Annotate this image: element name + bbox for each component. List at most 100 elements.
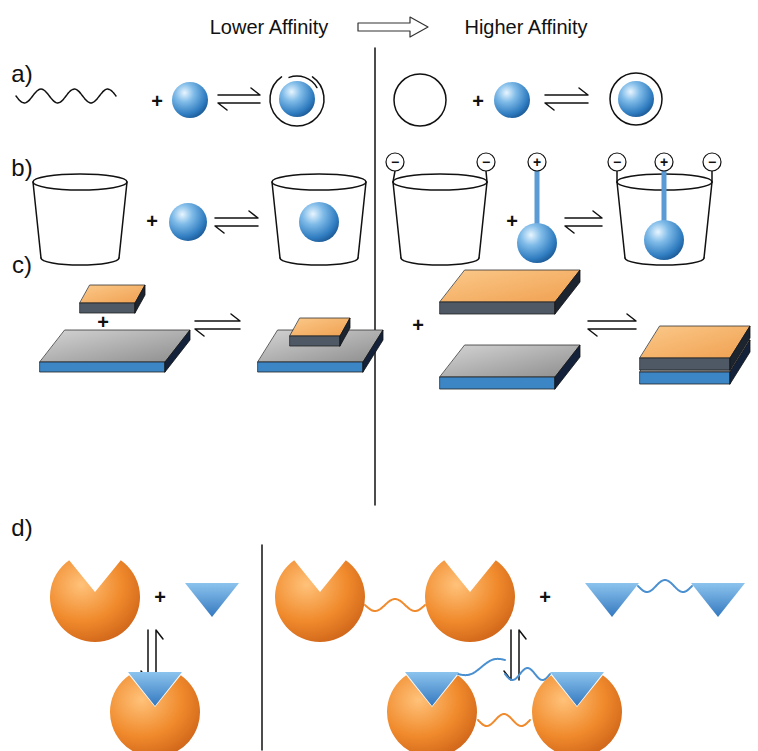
equilibrium-arrow <box>195 314 240 321</box>
equilibrium-arrow <box>195 329 240 336</box>
receptor <box>425 560 515 642</box>
guest-sphere <box>618 81 654 117</box>
macrocycle-host <box>394 74 446 126</box>
ligand <box>405 672 459 706</box>
guest-sphere <box>299 202 339 242</box>
host-cup <box>704 182 712 258</box>
plus-sign: + <box>154 587 166 607</box>
ligand-linker <box>638 580 692 592</box>
guest-sphere <box>517 223 557 263</box>
equilibrium-arrow <box>588 329 636 336</box>
charge-tether <box>486 171 487 182</box>
plus-sign: + <box>472 91 484 111</box>
slab-front <box>440 302 555 314</box>
charge-tether <box>711 171 713 182</box>
ligand <box>691 583 745 617</box>
slab-top <box>80 285 145 303</box>
equilibrium-arrow <box>504 630 511 680</box>
charge-sign: − <box>482 155 490 169</box>
equilibrium-arrow <box>565 226 602 233</box>
equilibrium-arrow <box>218 103 260 110</box>
host-cup <box>119 182 127 258</box>
host-cup <box>479 182 487 258</box>
charge-tether <box>393 171 395 182</box>
slab-front <box>640 358 730 370</box>
host-cup <box>401 258 479 265</box>
plus-sign: + <box>146 211 158 231</box>
guest-sphere <box>172 82 208 118</box>
guest-sphere <box>644 220 684 260</box>
slab-front <box>258 362 363 372</box>
guest-sphere <box>279 81 315 117</box>
host-cup <box>358 182 366 258</box>
slab-top <box>290 318 350 336</box>
receptor <box>50 560 140 642</box>
host-cup <box>272 174 366 190</box>
equilibrium-arrow <box>218 88 260 95</box>
charge-ring <box>608 153 626 171</box>
hollow-arrow <box>358 17 428 37</box>
panel-letter: d) <box>11 516 32 540</box>
ligand <box>585 583 639 617</box>
slab-side <box>555 270 580 314</box>
ligand-linker <box>458 659 505 675</box>
divider <box>261 545 263 750</box>
header-text: Lower Affinity <box>210 17 329 37</box>
slab-side <box>165 330 190 372</box>
linear-host <box>16 89 116 103</box>
charge-tether <box>662 171 667 225</box>
header-text: Higher Affinity <box>464 17 587 37</box>
ligand <box>128 672 182 706</box>
plus-sign: + <box>412 315 424 335</box>
slab-side <box>555 345 580 389</box>
charge-ring <box>703 153 721 171</box>
charge-sign: − <box>613 155 621 169</box>
divider <box>374 48 376 505</box>
panel-letter: b) <box>11 156 32 180</box>
charge-ring <box>477 153 495 171</box>
charge-sign: − <box>391 155 399 169</box>
slab-side <box>363 330 383 372</box>
charge-sign: − <box>708 155 716 169</box>
panel-letter: a) <box>11 62 32 86</box>
equilibrium-arrow <box>215 211 258 218</box>
host-cup <box>272 182 280 258</box>
slab-side <box>730 326 750 370</box>
charge-tether <box>616 171 618 182</box>
slab-front <box>40 362 165 372</box>
charge-tether <box>535 171 540 223</box>
panel-letter: c) <box>12 253 32 277</box>
ligand <box>550 672 604 706</box>
wrapping-host <box>270 77 324 126</box>
slab-front <box>640 372 730 384</box>
ligand-linker <box>505 668 550 680</box>
host-cup <box>280 258 358 265</box>
host-cup <box>41 258 119 265</box>
host-cup <box>617 182 625 258</box>
slab-side <box>340 318 350 346</box>
charge-ring <box>386 153 404 171</box>
charge-ring <box>655 153 673 171</box>
host-cup <box>393 182 401 258</box>
slab-top <box>40 330 190 362</box>
equilibrium-arrow <box>215 226 258 233</box>
plus-sign: + <box>539 587 551 607</box>
ligand <box>185 583 239 617</box>
equilibrium-arrow <box>565 211 602 218</box>
host-cup <box>33 182 41 258</box>
host-cup <box>33 174 127 190</box>
equilibrium-arrow <box>545 103 588 110</box>
receptor-linker <box>365 599 425 611</box>
slab-side <box>135 285 145 313</box>
charge-ring <box>528 153 546 171</box>
slab-front <box>290 336 340 346</box>
plus-sign: + <box>97 312 109 332</box>
guest-sphere <box>169 203 207 241</box>
charge-sign: + <box>660 155 668 169</box>
guest-sphere <box>494 82 530 118</box>
plus-sign: + <box>506 211 518 231</box>
charge-sign: + <box>533 155 541 169</box>
host-cup <box>393 174 487 190</box>
